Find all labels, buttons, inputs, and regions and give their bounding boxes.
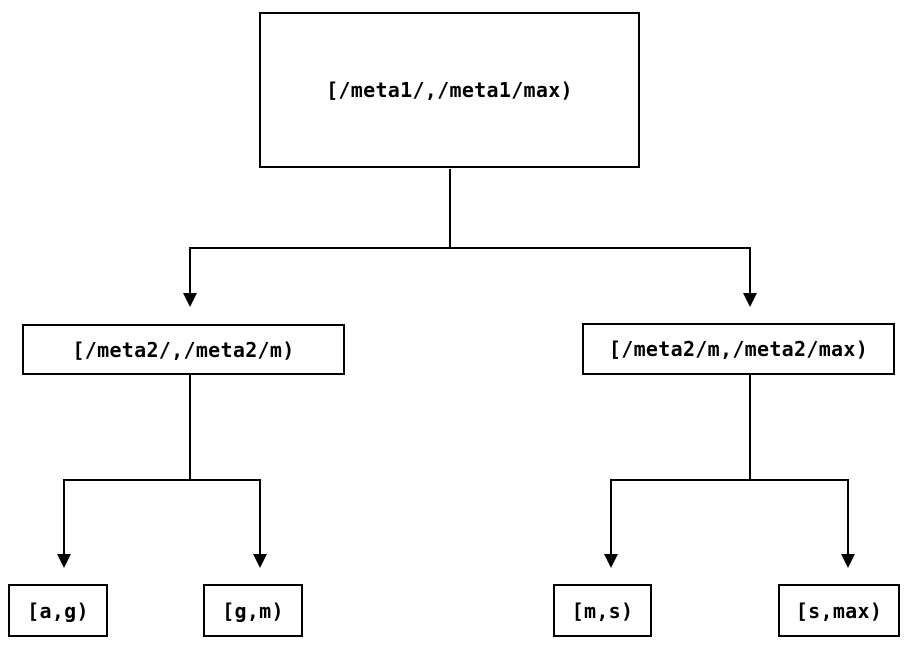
node-root: [/meta1/,/meta1/max)	[259, 12, 640, 168]
arrowhead-to-leaf-ag	[57, 554, 71, 568]
edge-mid-left-to-children	[63, 375, 261, 554]
arrowhead-to-mid-right	[743, 293, 757, 307]
arrowhead-to-mid-left	[183, 293, 197, 307]
node-mid-left: [/meta2/,/meta2/m)	[22, 324, 345, 375]
edge-mid-right-to-children	[610, 375, 849, 554]
arrowhead-to-leaf-smax	[841, 554, 855, 568]
node-leaf-smax: [s,max)	[778, 584, 900, 637]
node-mid-right: [/meta2/m,/meta2/max)	[582, 323, 895, 375]
node-leaf-gm-label: [g,m)	[222, 598, 284, 623]
node-mid-right-label: [/meta2/m,/meta2/max)	[608, 337, 869, 361]
node-mid-left-label: [/meta2/,/meta2/m)	[72, 337, 295, 362]
node-leaf-ag-label: [a,g)	[27, 598, 89, 623]
node-leaf-ms: [m,s)	[553, 584, 652, 637]
node-leaf-ag: [a,g)	[8, 584, 108, 637]
edge-root-to-children	[189, 169, 751, 293]
node-leaf-ms-label: [m,s)	[571, 598, 634, 623]
node-leaf-smax-label: [s,max)	[795, 598, 883, 623]
node-root-label: [/meta1/,/meta1/max)	[326, 78, 573, 102]
arrowhead-to-leaf-gm	[253, 554, 267, 568]
node-leaf-gm: [g,m)	[203, 584, 303, 637]
arrowhead-to-leaf-ms	[604, 554, 618, 568]
